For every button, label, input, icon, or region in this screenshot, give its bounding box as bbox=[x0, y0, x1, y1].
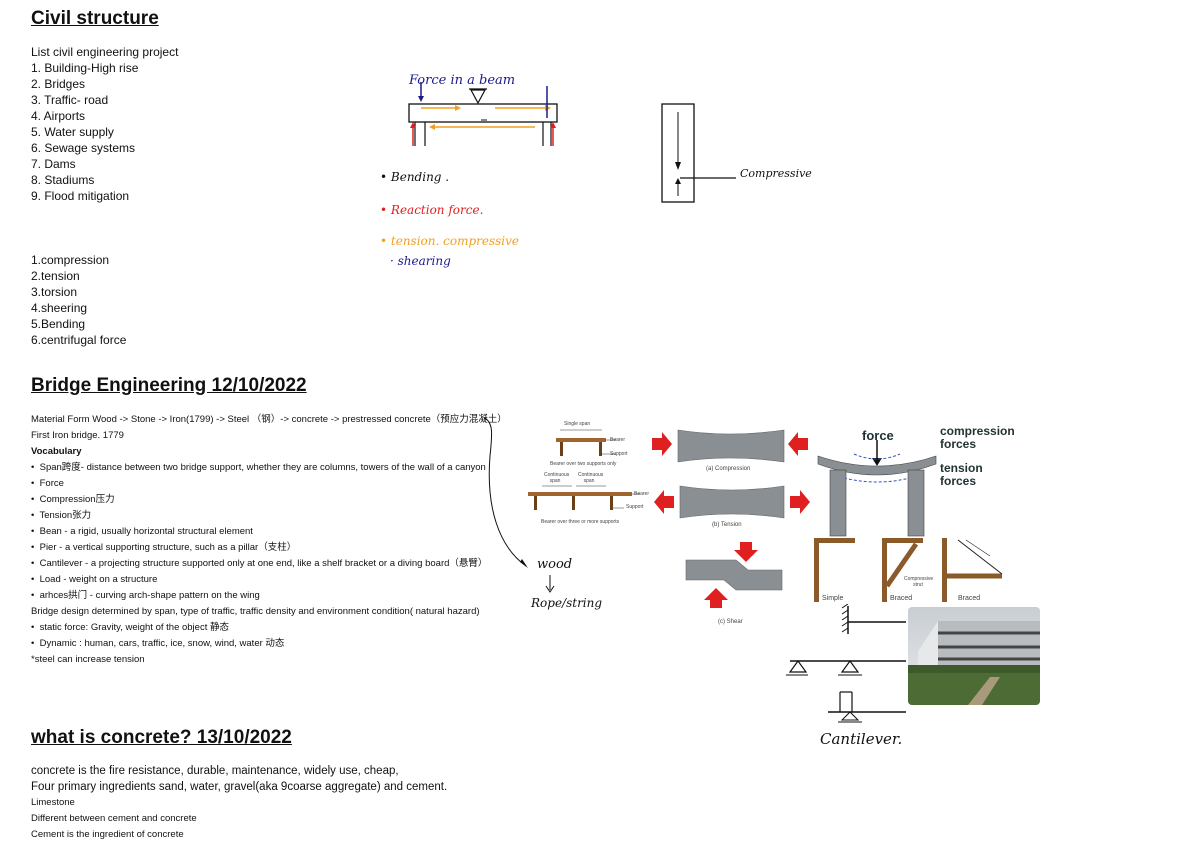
compressive-label: Compressive bbox=[740, 167, 812, 180]
list-item: 8. Stadiums bbox=[31, 173, 95, 187]
list-item: 1. Building-High rise bbox=[31, 61, 139, 75]
cap-compressive-strut: Compressive strut bbox=[904, 576, 934, 588]
list-item: 2.tension bbox=[31, 269, 80, 283]
hand-wood: wood bbox=[537, 557, 573, 572]
list-item: 9. Flood mitigation bbox=[31, 189, 130, 203]
list-item: • static force: Gravity, weight of the o… bbox=[31, 622, 229, 633]
concrete-line3: Limestone bbox=[31, 797, 75, 808]
bending-diagram bbox=[817, 440, 937, 537]
vocab-list: • Span跨度- distance between two bridge su… bbox=[31, 460, 487, 604]
note-tension: • tension. compressive bbox=[380, 234, 520, 248]
design-line: Bridge design determined by span, type o… bbox=[31, 606, 480, 617]
cap-bearer-two: Bearer over two supports only bbox=[550, 461, 617, 467]
list-item: • Cantilever - a projecting structure su… bbox=[31, 558, 488, 569]
cantilever-sketch bbox=[786, 604, 906, 723]
note-bending: • Bending . bbox=[380, 170, 450, 184]
compression-sketch bbox=[661, 103, 736, 203]
beam-sketch-title: Force in a beam bbox=[409, 73, 516, 88]
concrete-line5: Cement is the ingredient of concrete bbox=[31, 829, 184, 840]
project-list: 1. Building-High rise 2. Bridges 3. Traf… bbox=[31, 60, 138, 204]
list-item: • Dynamic : human, cars, traffic, ice, s… bbox=[31, 638, 285, 649]
cap-continuous-2: Continuous span bbox=[578, 472, 604, 484]
list-item: 4.sheering bbox=[31, 301, 88, 315]
list-item: 5.Bending bbox=[31, 317, 86, 331]
cap-support-b: Support bbox=[626, 504, 644, 510]
list-item: 1.compression bbox=[31, 253, 110, 267]
cap-compression: (a) Compression bbox=[706, 466, 751, 472]
note-shearing: · shearing bbox=[390, 254, 451, 268]
cap-tension: (b) Tension bbox=[712, 522, 742, 528]
civil-title: Civil structure bbox=[31, 8, 159, 29]
list-item: 2. Bridges bbox=[31, 77, 86, 91]
cap-shear: (c) Shear bbox=[718, 619, 743, 625]
list-item: • Tension张力 bbox=[31, 510, 92, 521]
cap-bearer: Bearer bbox=[610, 437, 626, 443]
hand-cantilever: Cantilever. bbox=[820, 730, 903, 748]
project-list-heading: List civil engineering project bbox=[31, 45, 179, 59]
beam-sketch bbox=[408, 82, 558, 146]
label-tension-forces: tension forces bbox=[940, 461, 983, 488]
bridge-title: Bridge Engineering 12/10/2022 bbox=[31, 375, 307, 396]
cap-continuous-1: Continuous span bbox=[544, 472, 570, 484]
list-item: • Span跨度- distance between two bridge su… bbox=[31, 462, 486, 473]
list-item: • arhces拱门 - curving arch-shape pattern … bbox=[31, 590, 260, 601]
list-item: • Pier - a vertical supporting structure… bbox=[31, 542, 297, 553]
label-compression-forces: compression forces bbox=[940, 424, 1015, 451]
material-line: Material Form Wood -> Stone -> Iron(1799… bbox=[31, 414, 507, 425]
concrete-line4: Different between cement and concrete bbox=[31, 813, 197, 824]
hand-rope: Rope/string bbox=[531, 596, 603, 610]
cap-bearer-three: Bearer over three or more supports bbox=[541, 519, 620, 525]
list-item: 4. Airports bbox=[31, 109, 86, 123]
list-item: 5. Water supply bbox=[31, 125, 114, 139]
list-item: 3. Traffic- road bbox=[31, 93, 109, 107]
list-item: • Compression压力 bbox=[31, 494, 115, 505]
stress-diagram bbox=[652, 429, 810, 608]
bracket-diagram bbox=[814, 538, 1003, 602]
cap-support: Support bbox=[610, 451, 628, 457]
list-item: • Force bbox=[31, 478, 64, 489]
list-item: 6.centrifugal force bbox=[31, 333, 127, 347]
concrete-line1: concrete is the fire resistance, durable… bbox=[31, 765, 399, 777]
cap-braced-1: Braced bbox=[890, 595, 913, 602]
cap-single-span: Single span bbox=[564, 421, 591, 427]
list-item: 6. Sewage systems bbox=[31, 141, 136, 155]
list-item: • Bean - a rigid, usually horizontal str… bbox=[31, 526, 253, 537]
list-item: • Load - weight on a structure bbox=[31, 574, 158, 585]
vocab-heading: Vocabulary bbox=[31, 446, 82, 457]
span-diagram bbox=[528, 429, 640, 510]
down-arrow-icon bbox=[545, 575, 555, 593]
list-item: 3.torsion bbox=[31, 285, 78, 299]
first-iron: First Iron bridge. 1779 bbox=[31, 430, 124, 441]
cap-simple: Simple bbox=[822, 595, 844, 602]
list-item: 7. Dams bbox=[31, 157, 76, 171]
cantilever-building-photo bbox=[908, 607, 1040, 705]
steel-note: *steel can increase tension bbox=[31, 654, 145, 665]
cap-braced-2: Braced bbox=[958, 595, 981, 602]
concrete-title: what is concrete? 13/10/2022 bbox=[31, 727, 292, 748]
label-force: force bbox=[862, 428, 894, 443]
force-list: 1.compression 2.tension 3.torsion 4.shee… bbox=[31, 252, 126, 348]
cap-bearer-b: Bearer bbox=[634, 491, 650, 497]
concrete-line2: Four primary ingredients sand, water, gr… bbox=[31, 781, 448, 793]
load-list: • static force: Gravity, weight of the o… bbox=[31, 620, 284, 652]
curved-arrow bbox=[483, 417, 528, 568]
note-reaction: • Reaction force. bbox=[380, 203, 484, 217]
